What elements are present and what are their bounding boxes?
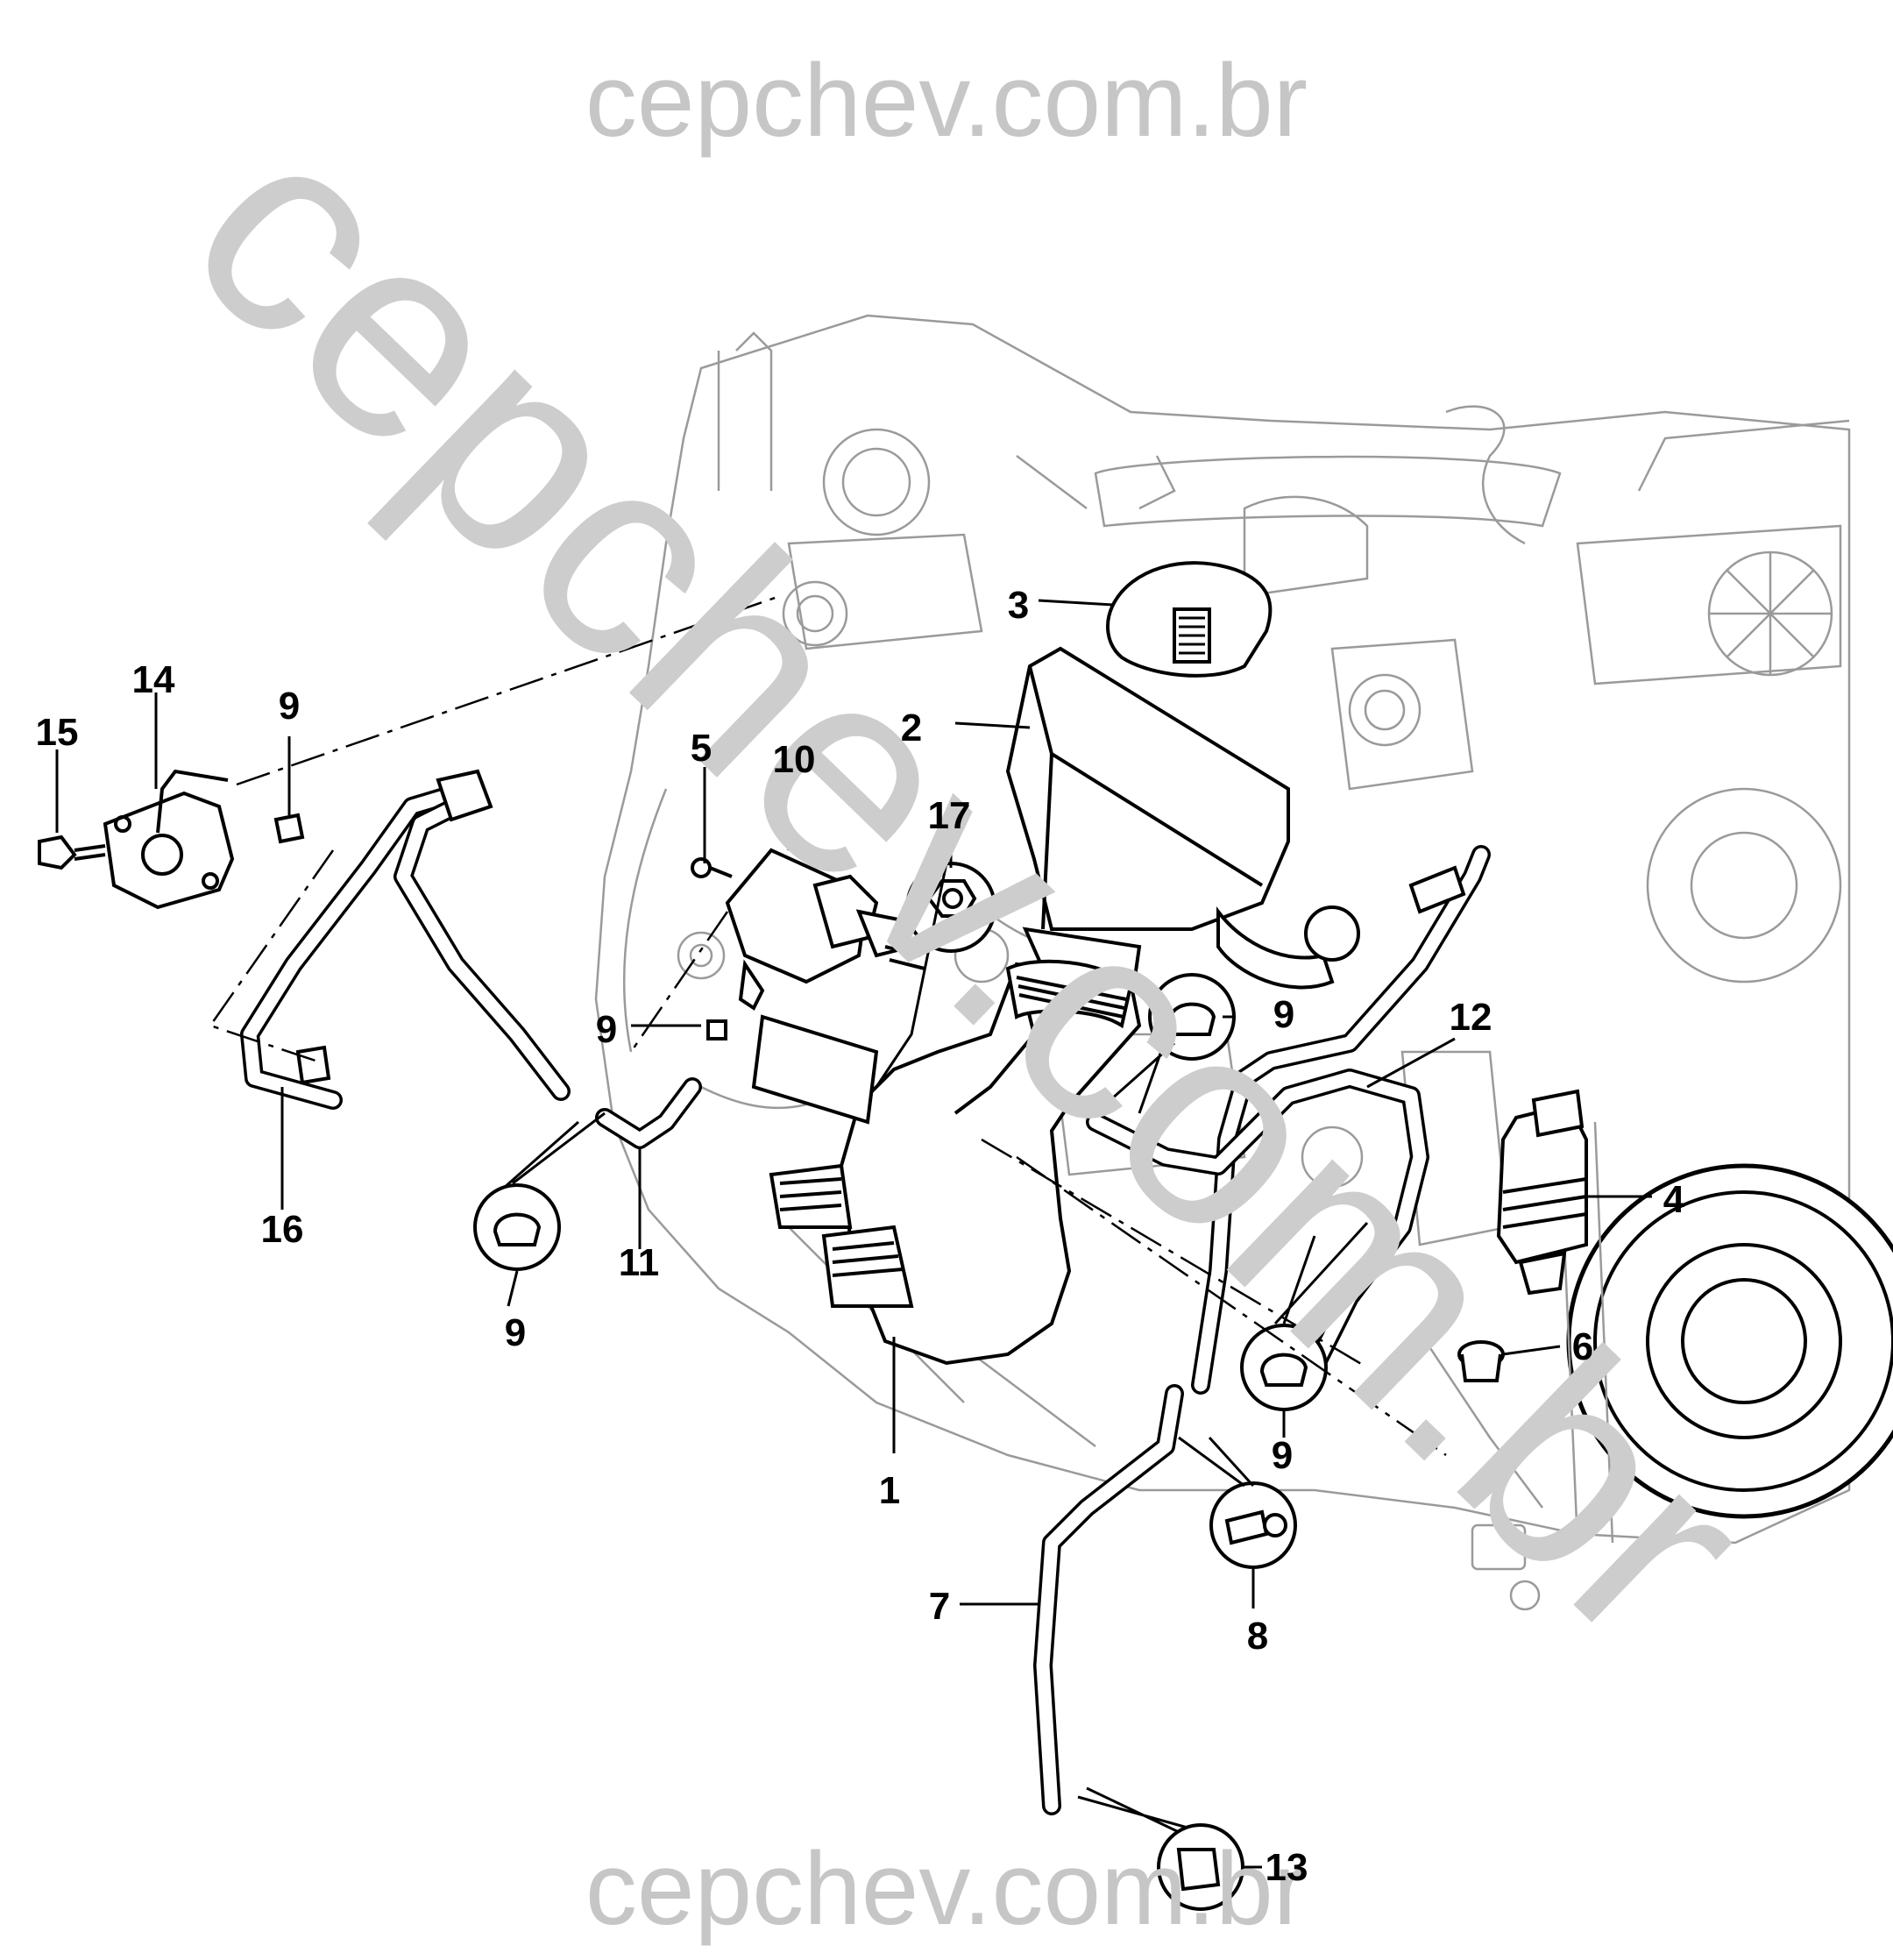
part-7-hose	[1033, 1384, 1184, 1815]
callout-9-upper-right: 9	[1273, 993, 1294, 1036]
callout-10: 10	[773, 738, 816, 781]
callout-11: 11	[619, 1241, 660, 1284]
watermark-top: cepchev.com.br	[585, 43, 1308, 159]
clip-9-upper-left	[273, 813, 305, 844]
callout-16: 16	[261, 1208, 304, 1251]
part-11-hose	[595, 1019, 727, 1149]
part-6-grommet	[1457, 1340, 1505, 1382]
part-3-reservoir-cap	[1106, 561, 1273, 678]
watermark-bottom: cepchev.com.br	[585, 1831, 1308, 1947]
part-4-washer-pump	[1496, 1089, 1588, 1296]
callout-7: 7	[929, 1585, 950, 1628]
assembly-lines	[209, 594, 1447, 1457]
clip-9-bubble-upper-right	[1148, 973, 1236, 1061]
callout-12: 12	[1450, 996, 1492, 1039]
part-1-reservoir-body	[751, 959, 1142, 1366]
part-14-flange	[103, 769, 235, 910]
callout-9-lower-right: 9	[1272, 1434, 1293, 1477]
callout-9-middle-left: 9	[596, 1008, 617, 1051]
watermark-diagonal: cepchev.com.br	[131, 66, 1811, 1703]
clip-8-bubble	[1209, 1481, 1297, 1569]
callout-6: 6	[1572, 1325, 1593, 1368]
clip-9-bubble-lower-left	[473, 1183, 561, 1271]
callout-9-upper-left: 9	[279, 685, 300, 728]
part-17-nut-bubble	[905, 862, 996, 953]
callout-15: 15	[36, 711, 79, 754]
part-10-sensor	[725, 848, 925, 1011]
callout-8: 8	[1247, 1615, 1268, 1658]
callout-3: 3	[1008, 584, 1029, 627]
clip-13-bubble	[1157, 1823, 1244, 1911]
watermarks: cepchev.com.br cepchev.com.br cepchev.co…	[131, 43, 1811, 1947]
clip-9-bubble-lower-right	[1240, 1324, 1328, 1411]
callout-labels: 1 2 3 4 5 6 7 8 10 11 12 13 14 15 16 17 …	[36, 584, 1685, 1889]
part-12-hose	[1086, 845, 1491, 1395]
callout-14: 14	[132, 658, 175, 701]
callout-5: 5	[691, 727, 712, 770]
part-15-bolt	[38, 834, 106, 870]
callout-1: 1	[879, 1469, 900, 1512]
callout-4: 4	[1663, 1178, 1685, 1221]
callout-2: 2	[901, 707, 922, 749]
callout-9-lower-left: 9	[505, 1311, 526, 1354]
leader-lines	[55, 599, 1652, 1869]
callout-13: 13	[1266, 1846, 1308, 1889]
callout-17: 17	[928, 794, 971, 837]
